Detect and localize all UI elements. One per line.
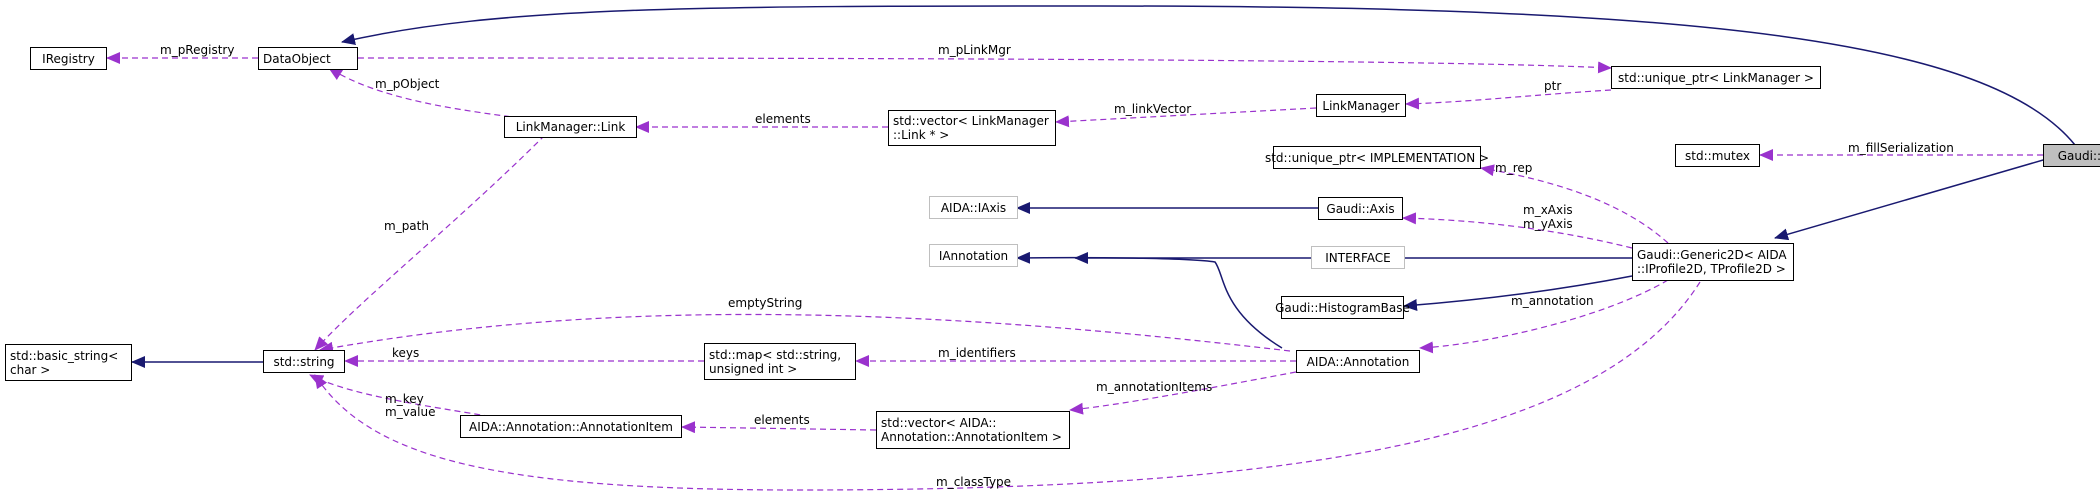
node-std-string[interactable]: std::string — [263, 350, 345, 373]
node-unique-ptr-linkmanager[interactable]: std::unique_ptr< LinkManager > — [1611, 66, 1821, 89]
edge-label-m-classtype: m_classType — [936, 475, 1012, 489]
edge-label-m-key: m_key — [385, 392, 424, 406]
edge-profile2d-dataobject — [341, 5, 2076, 146]
node-gaudi-generic2d[interactable]: Gaudi::Generic2D< AIDA::IProfile2D, TPro… — [1632, 243, 1794, 281]
edge-label-elements-item: elements — [754, 413, 810, 427]
node-gaudi-axis[interactable]: Gaudi::Axis — [1318, 197, 1403, 220]
edge-link-stdstring — [314, 134, 546, 351]
edge-label-m-identifiers: m_identifiers — [938, 346, 1016, 360]
edge-label-m-value: m_value — [385, 405, 436, 419]
edge-annotationitem-stdstring — [309, 374, 501, 419]
edge-generic2d-histogrambase — [1403, 275, 1633, 311]
node-unique-ptr-implementation[interactable]: std::unique_ptr< IMPLEMENTATION > — [1265, 146, 1489, 169]
edge-link-dataobject — [328, 67, 521, 119]
edge-annotation-stdstring — [319, 313, 1291, 354]
edge-uniqueptr-linkmanager — [1405, 89, 1612, 110]
node-vector-link[interactable]: std::vector< LinkManager::Link * > — [888, 110, 1056, 146]
node-basic-string[interactable]: std::basic_string<char > — [5, 344, 132, 381]
edge-generic2d-impl — [1480, 164, 1669, 244]
edge-label-m-pobject: m_pObject — [375, 77, 440, 91]
edge-label-m-linkvector: m_linkVector — [1114, 102, 1192, 116]
edge-dataobject-uniqueptr-linkmgr — [357, 57, 1612, 74]
node-iannotation[interactable]: IAnnotation — [929, 244, 1018, 267]
edge-generic2d-annotation — [1419, 279, 1669, 354]
edge-label-m-fillserialization: m_fillSerialization — [1848, 141, 1954, 155]
edge-label-elements-link: elements — [755, 112, 811, 126]
node-linkmanager[interactable]: LinkManager — [1316, 94, 1406, 117]
node-std-mutex[interactable]: std::mutex — [1675, 144, 1760, 167]
node-vector-annotation-item[interactable]: std::vector< AIDA::Annotation::Annotatio… — [876, 411, 1070, 449]
node-dataobject[interactable]: DataObject — [258, 47, 358, 70]
node-gaudi-histogrambase[interactable]: Gaudi::HistogramBase — [1275, 296, 1410, 319]
edge-label-emptystring: emptyString — [728, 296, 803, 310]
node-annotation-item[interactable]: AIDA::Annotation::AnnotationItem — [460, 415, 682, 438]
edge-generic2d-axis — [1402, 212, 1633, 249]
edge-vectoritem-annotationitem — [681, 421, 877, 434]
edge-label-m-annotationitems: m_annotationItems — [1096, 380, 1213, 394]
edge-annotation-vectoritem — [1069, 371, 1297, 415]
node-gaudi-profile2d[interactable]: Gaudi::Profile2D — [2043, 144, 2100, 167]
edge-label-m-xaxis: m_xAxis — [1523, 203, 1573, 217]
node-iregistry[interactable]: IRegistry — [30, 47, 107, 70]
edge-label-keys: keys — [392, 346, 420, 360]
edge-label-m-path: m_path — [384, 219, 429, 233]
node-linkmanager-link[interactable]: LinkManager::Link — [504, 116, 637, 138]
edge-linkmanager-vector — [1055, 107, 1317, 128]
edge-label-m-plinkmgr: m_pLinkMgr — [938, 43, 1011, 57]
edge-label-m-rep: m_rep — [1495, 161, 1533, 175]
node-aida-iaxis[interactable]: AIDA::IAxis — [929, 196, 1018, 219]
edge-label-m-pregistry: m_pRegistry — [160, 43, 235, 57]
node-std-map[interactable]: std::map< std::string,unsigned int > — [704, 343, 856, 380]
node-interface[interactable]: INTERFACE — [1311, 246, 1405, 269]
edge-label-m-yaxis: m_yAxis — [1523, 217, 1573, 231]
edge-annotation-iannotation — [1016, 251, 1283, 349]
edge-profile2d-generic2d — [1774, 157, 2051, 241]
node-aida-annotation[interactable]: AIDA::Annotation — [1296, 350, 1420, 373]
edge-label-ptr: ptr — [1544, 79, 1562, 93]
edge-generic2d-stdstring — [314, 281, 1701, 491]
edge-label-m-annotation: m_annotation — [1511, 294, 1594, 308]
